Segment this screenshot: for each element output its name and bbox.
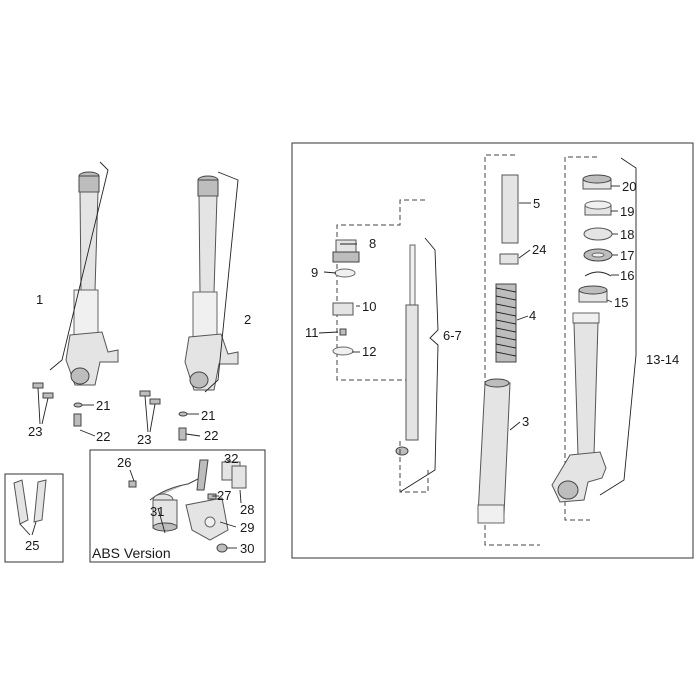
callout-18: 18 [620, 227, 634, 242]
callout-32: 32 [224, 451, 238, 466]
callout-30: 30 [240, 541, 254, 556]
callout-27: 27 [217, 488, 231, 503]
outer-tube-13-14 [551, 157, 637, 503]
callout-22a: 22 [96, 429, 110, 444]
exploded-detail-frame [291, 142, 694, 559]
callout-10: 10 [362, 299, 376, 314]
callout-24: 24 [532, 242, 546, 257]
spring-4 [495, 283, 517, 363]
callout-19: 19 [620, 204, 634, 219]
fork-guards-25 [13, 479, 47, 536]
callout-6-7: 6-7 [443, 328, 462, 343]
bracket-3-5 [484, 154, 540, 546]
abs-sensor-parts [128, 458, 247, 553]
callout-2: 2 [244, 312, 251, 327]
bracket-8-12 [336, 199, 425, 381]
bracket-6-7 [399, 440, 429, 493]
callout-25: 25 [25, 538, 39, 553]
callout-11: 11 [305, 325, 319, 340]
parts-3-4-5-24 [477, 174, 531, 524]
callout-21a: 21 [96, 398, 110, 413]
bracket-13-14 [564, 156, 597, 521]
callout-1: 1 [36, 292, 43, 307]
callout-28: 28 [240, 502, 254, 517]
callout-4: 4 [529, 308, 536, 323]
box-25 [4, 473, 64, 563]
callout-9: 9 [311, 265, 318, 280]
callout-29: 29 [240, 520, 254, 535]
callout-31: 31 [150, 504, 164, 519]
rings-15-20 [578, 174, 620, 303]
fork-leg-1 [49, 161, 119, 386]
callout-12: 12 [362, 344, 376, 359]
cap-parts-8-12 [318, 239, 360, 356]
callout-22b: 22 [204, 428, 218, 443]
callout-23a: 23 [28, 424, 42, 439]
abs-version-caption: ABS Version [92, 545, 171, 561]
callout-3: 3 [522, 414, 529, 429]
callout-26: 26 [117, 455, 131, 470]
fork-leg-2 [184, 171, 239, 393]
callout-23b: 23 [137, 432, 151, 447]
hardware-left [32, 382, 96, 437]
callout-8: 8 [369, 236, 376, 251]
callout-17: 17 [620, 248, 634, 263]
callout-21b: 21 [201, 408, 215, 423]
callout-13-14: 13-14 [646, 352, 679, 367]
damper-rod-6-7 [395, 237, 439, 493]
callout-15: 15 [614, 295, 628, 310]
callout-16: 16 [620, 268, 634, 283]
callout-5: 5 [533, 196, 540, 211]
abs-version-box [89, 449, 266, 563]
hardware-middle [139, 390, 201, 441]
callout-20: 20 [622, 179, 636, 194]
